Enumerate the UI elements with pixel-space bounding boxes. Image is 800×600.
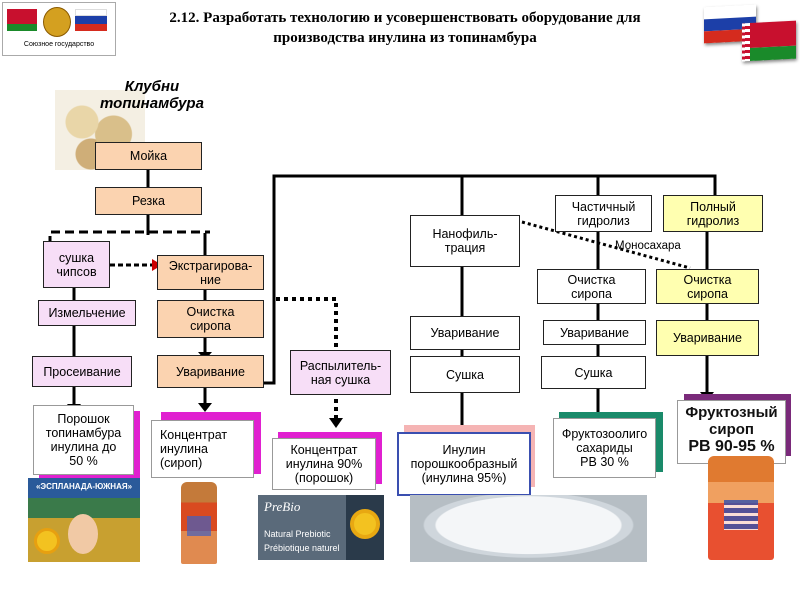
step-boiling-4: Уваривание [656, 320, 759, 356]
step-cutting: Резка [95, 187, 202, 215]
step-drying-2: Сушка [410, 356, 520, 393]
step-grinding: Измельчение [38, 300, 136, 326]
prebio-line-1: Natural Prebiotic [264, 529, 331, 539]
step-nanofiltration: Нанофиль- трация [410, 215, 520, 267]
sunflower-image [34, 528, 60, 554]
esplanada-package-photo: «ЭСПЛАНАДА-ЮЖНАЯ» [28, 478, 140, 562]
belarus-flag-icon [7, 9, 37, 31]
sunflower-image [350, 509, 380, 539]
woman-face-image [68, 514, 98, 554]
esplanada-label: «ЭСПЛАНАДА-ЮЖНАЯ» [35, 482, 133, 491]
prebio-line-2: Prébiotique naturel [264, 543, 340, 553]
title-line-2: производства инулина из топинамбура [273, 30, 537, 46]
product-inulin-powder: Инулин порошкообразный (инулина 95%) [397, 432, 531, 496]
step-extraction: Экстрагирова- ние [157, 255, 264, 290]
product-fos: Фруктозоолиго сахариды РВ 30 % [553, 418, 656, 478]
product-concentrate-powder: Концентрат инулина 90% (порошок) [272, 438, 376, 490]
syrup-bottle-photo-1 [181, 482, 217, 564]
inulin-powder-photo [410, 495, 647, 562]
fructose-syrup-line-1: Фруктозный сироп [685, 404, 778, 438]
prebio-brand: PreBio [264, 499, 301, 514]
russia-flag-icon [75, 9, 107, 31]
step-sieving: Просеивание [32, 356, 132, 387]
product-powder: Порошок топинамбура инулина до 50 % [33, 405, 134, 475]
emblem-icon [43, 7, 71, 37]
step-boiling-3: Уваривание [543, 320, 646, 345]
step-boiling-1: Уваривание [157, 355, 264, 388]
fructose-syrup-line-2: РВ 90-95 % [688, 438, 775, 455]
title-line-1: 2.12. Разработать технологию и усовершен… [169, 10, 641, 26]
step-syrup-cleaning-2: Очистка сиропа [537, 269, 646, 304]
step-full-hydrolysis: Полный гидролиз [663, 195, 763, 232]
step-boiling-2: Уваривание [410, 316, 520, 350]
product-fructose-syrup: Фруктозный сироп РВ 90-95 % [677, 400, 786, 464]
product-concentrate-syrup: Концентрат инулина (сироп) [151, 420, 254, 478]
step-drying-chips: сушка чипсов [43, 241, 110, 288]
tubers-label: Клубни топинамбура [100, 78, 204, 112]
logo-caption: Союзное государство [23, 41, 95, 48]
prebio-package-photo: PreBio Natural Prebiotic Prébiotique nat… [258, 495, 384, 560]
page-title: 2.12. Разработать технологию и усовершен… [125, 8, 685, 48]
step-washing: Мойка [95, 142, 202, 170]
union-state-logo: Союзное государство [2, 2, 116, 56]
step-syrup-cleaning-1: Очистка сиропа [157, 300, 264, 338]
syrup-bottle-photo-2 [708, 456, 774, 560]
step-drying-3: Сушка [541, 356, 646, 389]
step-spray-drying: Распылитель- ная сушка [290, 350, 391, 395]
monosugars-label: Моносахара [615, 240, 681, 252]
step-syrup-cleaning-3: Очистка сиропа [656, 269, 759, 304]
step-partial-hydrolysis: Частичный гидролиз [555, 195, 652, 232]
